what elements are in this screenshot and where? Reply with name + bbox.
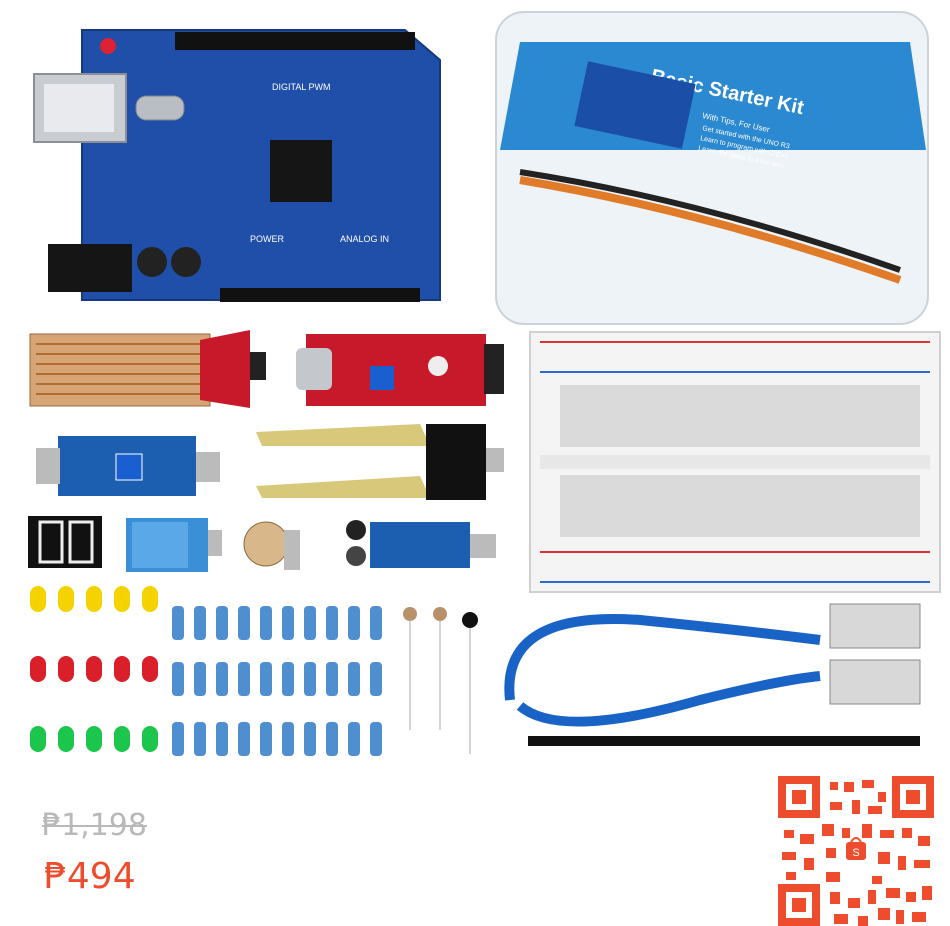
board-label-digital: DIGITAL PWM [272, 82, 331, 92]
photoresistor-set [403, 607, 478, 754]
breadboard [529, 331, 941, 593]
seven-segment-display [28, 516, 102, 568]
arduino-board: DIGITAL PWM POWER ANALOG IN [33, 29, 441, 302]
board-label-analog: ANALOG IN [340, 234, 389, 244]
sale-price: ₱494 [44, 856, 136, 897]
resistor-set [172, 606, 382, 756]
potentiometer [243, 521, 300, 570]
original-price: ₱1,198 [42, 808, 147, 843]
board-label-power: POWER [250, 234, 285, 244]
soil-moisture-sensor [256, 424, 504, 500]
sound-sensor [296, 334, 504, 406]
shopping-bag-icon: S [842, 837, 870, 864]
pin-header-strip [528, 736, 920, 746]
usb-cable [504, 603, 921, 727]
water-sensor [29, 330, 266, 408]
led-set [30, 586, 158, 752]
dht11-sensor [126, 518, 222, 572]
svg-text:S: S [852, 847, 859, 859]
ir-obstacle-sensor [346, 520, 496, 568]
kit-box: Basic Starter Kit With Tips, For User Ge… [495, 11, 929, 325]
light-sensor-module [36, 436, 220, 496]
product-image: DIGITAL PWM POWER ANALOG IN Basic Starte… [28, 11, 941, 756]
qr-code-icon[interactable]: S [778, 776, 934, 926]
